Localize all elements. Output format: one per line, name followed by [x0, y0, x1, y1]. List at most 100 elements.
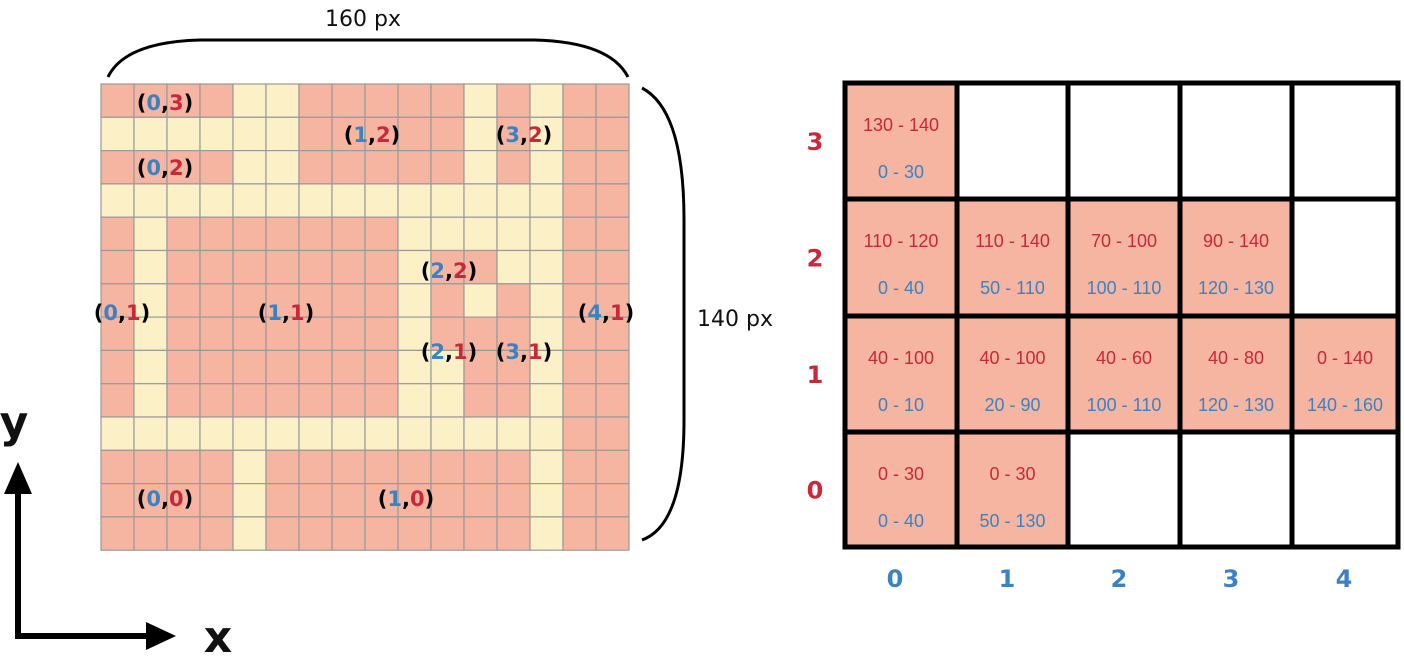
range-cell: [842, 80, 960, 202]
height-label: 140 px: [697, 307, 773, 332]
grid-cell: [166, 216, 201, 252]
y-range-text: 0 - 30: [878, 464, 924, 484]
region-coordinate-label: (1,1): [258, 301, 314, 325]
grid-cell: [265, 516, 300, 551]
grid-cell: [199, 349, 234, 385]
y-range-text: 0 - 140: [1317, 348, 1373, 368]
grid-cell: [100, 316, 135, 352]
grid-cell: [595, 83, 630, 118]
grid-cell: [298, 283, 333, 318]
grid-cell: [364, 383, 399, 418]
grid-cell: [331, 349, 366, 385]
grid-cell: [397, 383, 432, 418]
grid-cell: [100, 449, 135, 485]
grid-cell: [166, 150, 201, 185]
grid-cell: [100, 383, 135, 418]
grid-cell: [397, 183, 432, 218]
width-brace: [106, 38, 630, 78]
grid-cell: [397, 449, 432, 485]
grid-cell: [529, 83, 564, 118]
region-coordinate-label: (3,2): [496, 123, 552, 147]
empty-range-cell: [1065, 429, 1183, 550]
grid-cell: [199, 150, 234, 185]
grid-cell: [430, 183, 465, 218]
grid-cell: [364, 83, 399, 118]
grid-cell: [265, 349, 300, 385]
x-range-text: 50 - 110: [980, 278, 1045, 298]
grid-cell: [364, 283, 399, 318]
y-axis-label: y: [0, 397, 28, 448]
grid-cell: [265, 249, 300, 285]
grid-cell: [100, 150, 135, 185]
row-index-label: 3: [807, 128, 824, 156]
range-cell: [842, 313, 960, 435]
grid-cell: [265, 83, 300, 118]
grid-cell: [331, 449, 366, 485]
y-range-text: 40 - 100: [868, 348, 934, 368]
grid-cell: [232, 349, 267, 385]
grid-cell: [232, 116, 267, 152]
region-coordinate-label: (2,1): [421, 340, 477, 364]
grid-cell: [133, 449, 168, 485]
y-range-text: 40 - 80: [1208, 348, 1264, 368]
grid-cell: [133, 183, 168, 218]
y-range-text: 90 - 140: [1203, 231, 1269, 251]
grid-cell: [595, 383, 630, 418]
grid-cell: [199, 383, 234, 418]
grid-cell: [595, 516, 630, 551]
grid-cell: [463, 483, 498, 518]
row-index-label: 0: [807, 477, 824, 505]
grid-cell: [265, 316, 300, 352]
grid-cell: [529, 216, 564, 252]
grid-cell: [595, 150, 630, 185]
grid-cell: [397, 283, 432, 318]
grid-cell: [496, 483, 531, 518]
grid-cell: [166, 116, 201, 152]
range-cell: [1065, 313, 1183, 435]
grid-cell: [199, 483, 234, 518]
grid-cell: [199, 416, 234, 451]
y-range-text: 0 - 30: [989, 464, 1035, 484]
grid-cell: [562, 216, 597, 252]
grid-cell: [595, 283, 630, 318]
grid-cell: [232, 83, 267, 118]
grid-cell: [133, 83, 168, 118]
grid-cell: [529, 249, 564, 285]
empty-range-cell: [1177, 80, 1295, 202]
grid-cell: [232, 383, 267, 418]
region-coordinate-label: (2,2): [421, 259, 477, 283]
grid-cell: [265, 483, 300, 518]
grid-cell: [298, 483, 333, 518]
grid-cell: [496, 83, 531, 118]
grid-cell: [430, 83, 465, 118]
grid-cell: [199, 516, 234, 551]
grid-cell: [595, 483, 630, 518]
grid-cell: [199, 116, 234, 152]
grid-cell: [265, 416, 300, 451]
grid-cell: [100, 116, 135, 152]
grid-cell: [265, 383, 300, 418]
grid-cell: [331, 150, 366, 185]
grid-cell: [298, 349, 333, 385]
grid-cell: [463, 516, 498, 551]
x-range-text: 120 - 130: [1198, 278, 1274, 298]
grid-cell: [463, 216, 498, 252]
x-range-text: 0 - 10: [878, 395, 924, 415]
grid-cell: [100, 283, 135, 318]
grid-cell: [232, 150, 267, 185]
grid-cell: [298, 383, 333, 418]
x-range-text: 0 - 30: [878, 162, 924, 182]
grid-cell: [232, 516, 267, 551]
grid-cell: [496, 216, 531, 252]
grid-cell: [100, 83, 135, 118]
grid-cell: [232, 316, 267, 352]
grid-cell: [298, 216, 333, 252]
region-coordinate-label: (0,3): [137, 91, 193, 115]
region-coordinate-label: (0,0): [137, 487, 193, 511]
height-brace: [641, 86, 686, 542]
grid-cell: [463, 416, 498, 451]
grid-cell: [232, 249, 267, 285]
grid-cell: [430, 116, 465, 152]
